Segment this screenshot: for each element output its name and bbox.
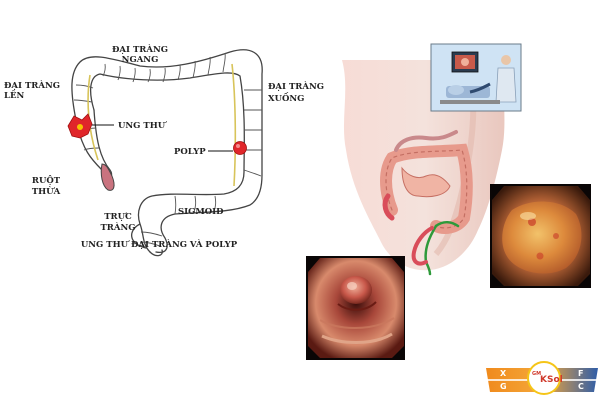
endoscope-tube bbox=[411, 221, 460, 276]
label-transverse-colon-2: NGANG bbox=[122, 55, 159, 65]
diagram-caption: UNG THƯ ĐẠI TRÀNG VÀ POLYP bbox=[81, 238, 238, 250]
logo-corner-c: C bbox=[578, 382, 584, 391]
label-cancer: UNG THƯ bbox=[118, 119, 167, 131]
label-descending-colon-2: XUỐNG bbox=[268, 91, 304, 104]
endoscopy-image-tumor bbox=[490, 184, 591, 288]
label-ascending-colon-2: LÊN bbox=[4, 89, 24, 101]
polyp-lesion bbox=[208, 141, 247, 155]
logo-corner-f: F bbox=[578, 369, 583, 378]
logo-brand: KSol bbox=[540, 375, 563, 385]
brand-logo: X F G C GM KSol bbox=[486, 361, 598, 395]
label-polyp: POLYP bbox=[174, 147, 206, 157]
endoscopy-image-polyp bbox=[306, 256, 405, 360]
cancer-lesion bbox=[67, 113, 114, 139]
label-ascending-colon: ĐẠI TRÀNG bbox=[4, 79, 60, 91]
colon-diagram: ĐẠI TRÀNG NGANG ĐẠI TRÀNG LÊN ĐẠI TRÀNG … bbox=[4, 43, 324, 257]
procedure-inset bbox=[430, 43, 522, 112]
logo-corner-g: G bbox=[500, 382, 507, 391]
label-appendix-2: THỪA bbox=[32, 185, 61, 197]
haustra-marks bbox=[73, 52, 262, 247]
colon-outline bbox=[71, 49, 263, 257]
torso-colon bbox=[380, 130, 473, 234]
label-appendix: RUỘT bbox=[32, 174, 61, 186]
label-rectum: TRỰC bbox=[104, 210, 132, 222]
logo-corner-x: X bbox=[500, 369, 507, 378]
label-transverse-colon: ĐẠI TRÀNG bbox=[112, 43, 168, 55]
label-descending-colon: ĐẠI TRÀNG bbox=[268, 80, 324, 92]
label-rectum-2: TRÀNG bbox=[100, 221, 135, 233]
label-sigmoid: SIGMOID bbox=[178, 207, 224, 217]
logo-brand-small: GM bbox=[532, 371, 541, 377]
appendix-shape bbox=[100, 163, 115, 191]
torso-illustration bbox=[342, 60, 508, 276]
